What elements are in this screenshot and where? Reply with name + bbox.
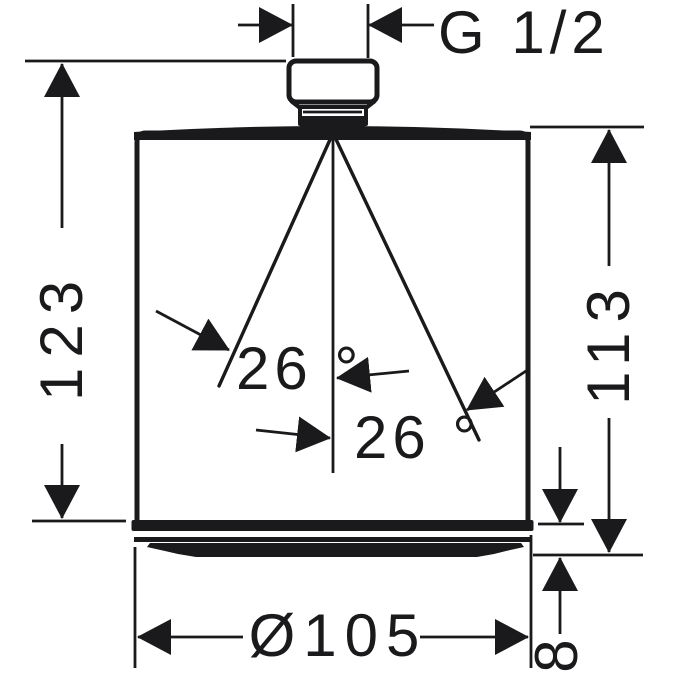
left-spray-angle-label: 26 ° (236, 335, 363, 402)
dimension-body-height: 113 (530, 125, 644, 557)
dimension-overall-height: 123 (25, 59, 286, 523)
thread-fill (289, 61, 377, 102)
left-angle-arrow-outer (155, 309, 230, 352)
right-spray-line (331, 131, 481, 442)
thread-label: G 1/2 (438, 0, 610, 66)
spray-disc (147, 543, 524, 557)
left-spray-line (217, 131, 335, 388)
left-angle-arrow-center (336, 356, 410, 393)
face-thickness-label: 8 (523, 629, 590, 672)
right-spray-angle-label: 26 ° (354, 404, 481, 471)
right-angle-arrow-center (255, 416, 331, 453)
bottom-rim (131, 520, 534, 531)
body-height-label: 113 (575, 279, 642, 405)
face-groove (134, 537, 531, 542)
dimension-spray-angles: 26 ° 26 ° (155, 309, 530, 471)
dimension-thread: G 1/2 (238, 0, 610, 66)
dimension-diameter: Ø105 (133, 535, 533, 669)
diameter-label: Ø105 (249, 602, 428, 669)
spray-face (131, 520, 534, 557)
dimension-face-thickness: 8 (523, 447, 590, 673)
overall-height-label: 123 (28, 271, 95, 401)
thread-connector (286, 58, 380, 130)
thread-outline (286, 58, 380, 105)
right-angle-arrow-outer (466, 367, 530, 412)
collar-band (300, 116, 365, 130)
spray-lines (217, 131, 481, 473)
